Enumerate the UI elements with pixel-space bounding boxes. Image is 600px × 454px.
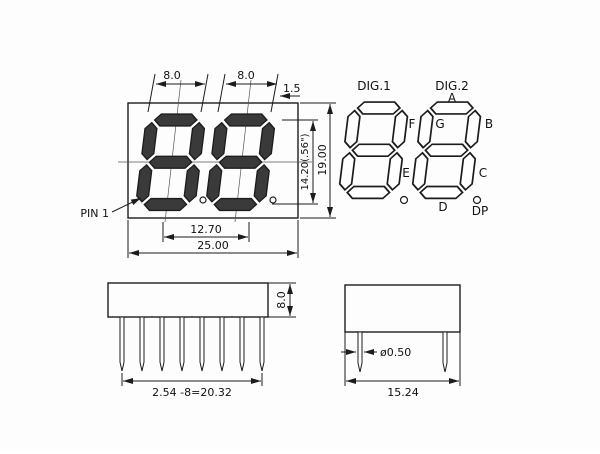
segment-d — [419, 185, 464, 200]
segment-e — [206, 163, 223, 203]
segment-d — [346, 185, 391, 200]
pin1-label: PIN 1 — [80, 207, 109, 220]
dim-pin-pitch-label: 2.54 -8=20.32 — [152, 386, 232, 399]
dim-pin-diameter-label: ø0.50 — [380, 346, 411, 359]
segment-d — [143, 197, 188, 212]
dim-digit2-width: 8.0 — [217, 69, 279, 113]
pin — [119, 316, 125, 372]
dim-body-height-label: 19.00 — [316, 144, 329, 176]
dim-body-width-label: 25.00 — [197, 239, 229, 252]
front-body-outline — [127, 102, 299, 219]
dim-body-thickness: 8.0 — [268, 282, 296, 318]
segment-b — [188, 121, 206, 161]
segment-b — [391, 109, 409, 149]
front-digit-1 — [136, 113, 206, 212]
segment-digit-2 — [411, 101, 482, 200]
pin1-callout: PIN 1 — [80, 197, 142, 220]
segment-e-label: E — [402, 166, 410, 180]
side-view: 8.0 2.54 -8=20.32 — [107, 282, 296, 399]
segment-dp-label: DP — [472, 204, 488, 218]
segment-digit-1 — [338, 101, 409, 200]
pin — [239, 316, 245, 372]
side-view-pins — [119, 316, 265, 372]
segment-g — [218, 155, 263, 169]
pin — [219, 316, 225, 372]
side-body-outline — [107, 282, 269, 318]
dim-digit2-width-label: 8.0 — [237, 69, 255, 82]
drawing-line — [147, 73, 156, 113]
front-view: 8.0 8.0 1.5 14.20(.56") 19.00 — [80, 69, 336, 258]
dim-body-width: 25.00 — [127, 220, 299, 258]
segment-c — [253, 163, 270, 203]
dim-digit-pitch-label: 12.70 — [190, 223, 222, 236]
segment-a — [223, 113, 268, 127]
segment-d-label: D — [438, 200, 447, 214]
end-body-outline — [344, 284, 461, 333]
dig1-label: DIG.1 — [357, 79, 391, 93]
segment-d — [213, 197, 258, 212]
segment-c — [459, 151, 477, 192]
pin — [259, 316, 265, 372]
dim-segment-offset-label: 1.5 — [283, 82, 301, 95]
pin — [159, 316, 165, 372]
segment-a — [429, 101, 475, 115]
pin — [179, 316, 185, 372]
segment-a-label: A — [448, 91, 457, 105]
drawing-line — [270, 73, 279, 113]
segment-c — [183, 163, 200, 203]
pin — [139, 316, 145, 372]
drawing-line — [217, 73, 226, 113]
segment-e — [338, 151, 356, 192]
segment-f-label: F — [409, 117, 416, 131]
segment-e — [136, 163, 153, 203]
dig2-label: DIG.2 — [435, 79, 469, 93]
segment-a — [356, 101, 402, 115]
dim-digit-pitch: 12.70 — [162, 222, 250, 242]
dim-segment-offset: 1.5 — [280, 82, 301, 99]
drawing-line — [200, 73, 209, 113]
segment-b — [258, 121, 276, 161]
end-view: ø0.50 15.24 — [341, 284, 461, 399]
dim-body-depth-label: 15.24 — [387, 386, 419, 399]
segment-f — [211, 121, 228, 161]
segment-diagram: DIG.1 DIG.2 A F G B E C D DP — [338, 79, 493, 218]
pin — [442, 331, 448, 373]
dim-body-height: 19.00 — [300, 102, 336, 219]
drawing-line — [111, 197, 142, 213]
dim-digit-height: 14.20(.56") — [272, 119, 318, 205]
segment-a — [153, 113, 198, 127]
dim-digit1-width: 8.0 — [147, 69, 209, 113]
segment-g — [424, 143, 469, 158]
front-decimal-point-2 — [269, 196, 277, 204]
dim-pin-pitch: 2.54 -8=20.32 — [121, 373, 263, 399]
pin — [199, 316, 205, 372]
end-view-pins — [357, 331, 448, 373]
segment-decimal-point-1 — [399, 195, 409, 205]
dim-digit-height-label: 14.20(.56") — [300, 133, 311, 190]
segment-c — [386, 151, 404, 192]
segment-g — [351, 143, 396, 158]
segment-f — [344, 109, 361, 149]
front-digit-2 — [206, 113, 276, 212]
segment-c-label: C — [479, 166, 487, 180]
segment-f — [141, 121, 158, 161]
front-decimal-point-1 — [199, 196, 207, 204]
segment-b-label: B — [485, 117, 493, 131]
dim-body-thickness-label: 8.0 — [275, 291, 288, 309]
dim-digit1-width-label: 8.0 — [163, 69, 181, 82]
segment-f — [417, 109, 434, 149]
segment-b — [464, 109, 482, 149]
segment-g — [148, 155, 193, 169]
segment-decimal-point-2 — [472, 195, 482, 205]
dim-body-depth: 15.24 — [344, 332, 461, 399]
dim-pin-diameter: ø0.50 — [341, 346, 411, 359]
segment-e — [411, 151, 429, 192]
pin — [357, 331, 363, 373]
segment-g-label: G — [435, 117, 444, 131]
